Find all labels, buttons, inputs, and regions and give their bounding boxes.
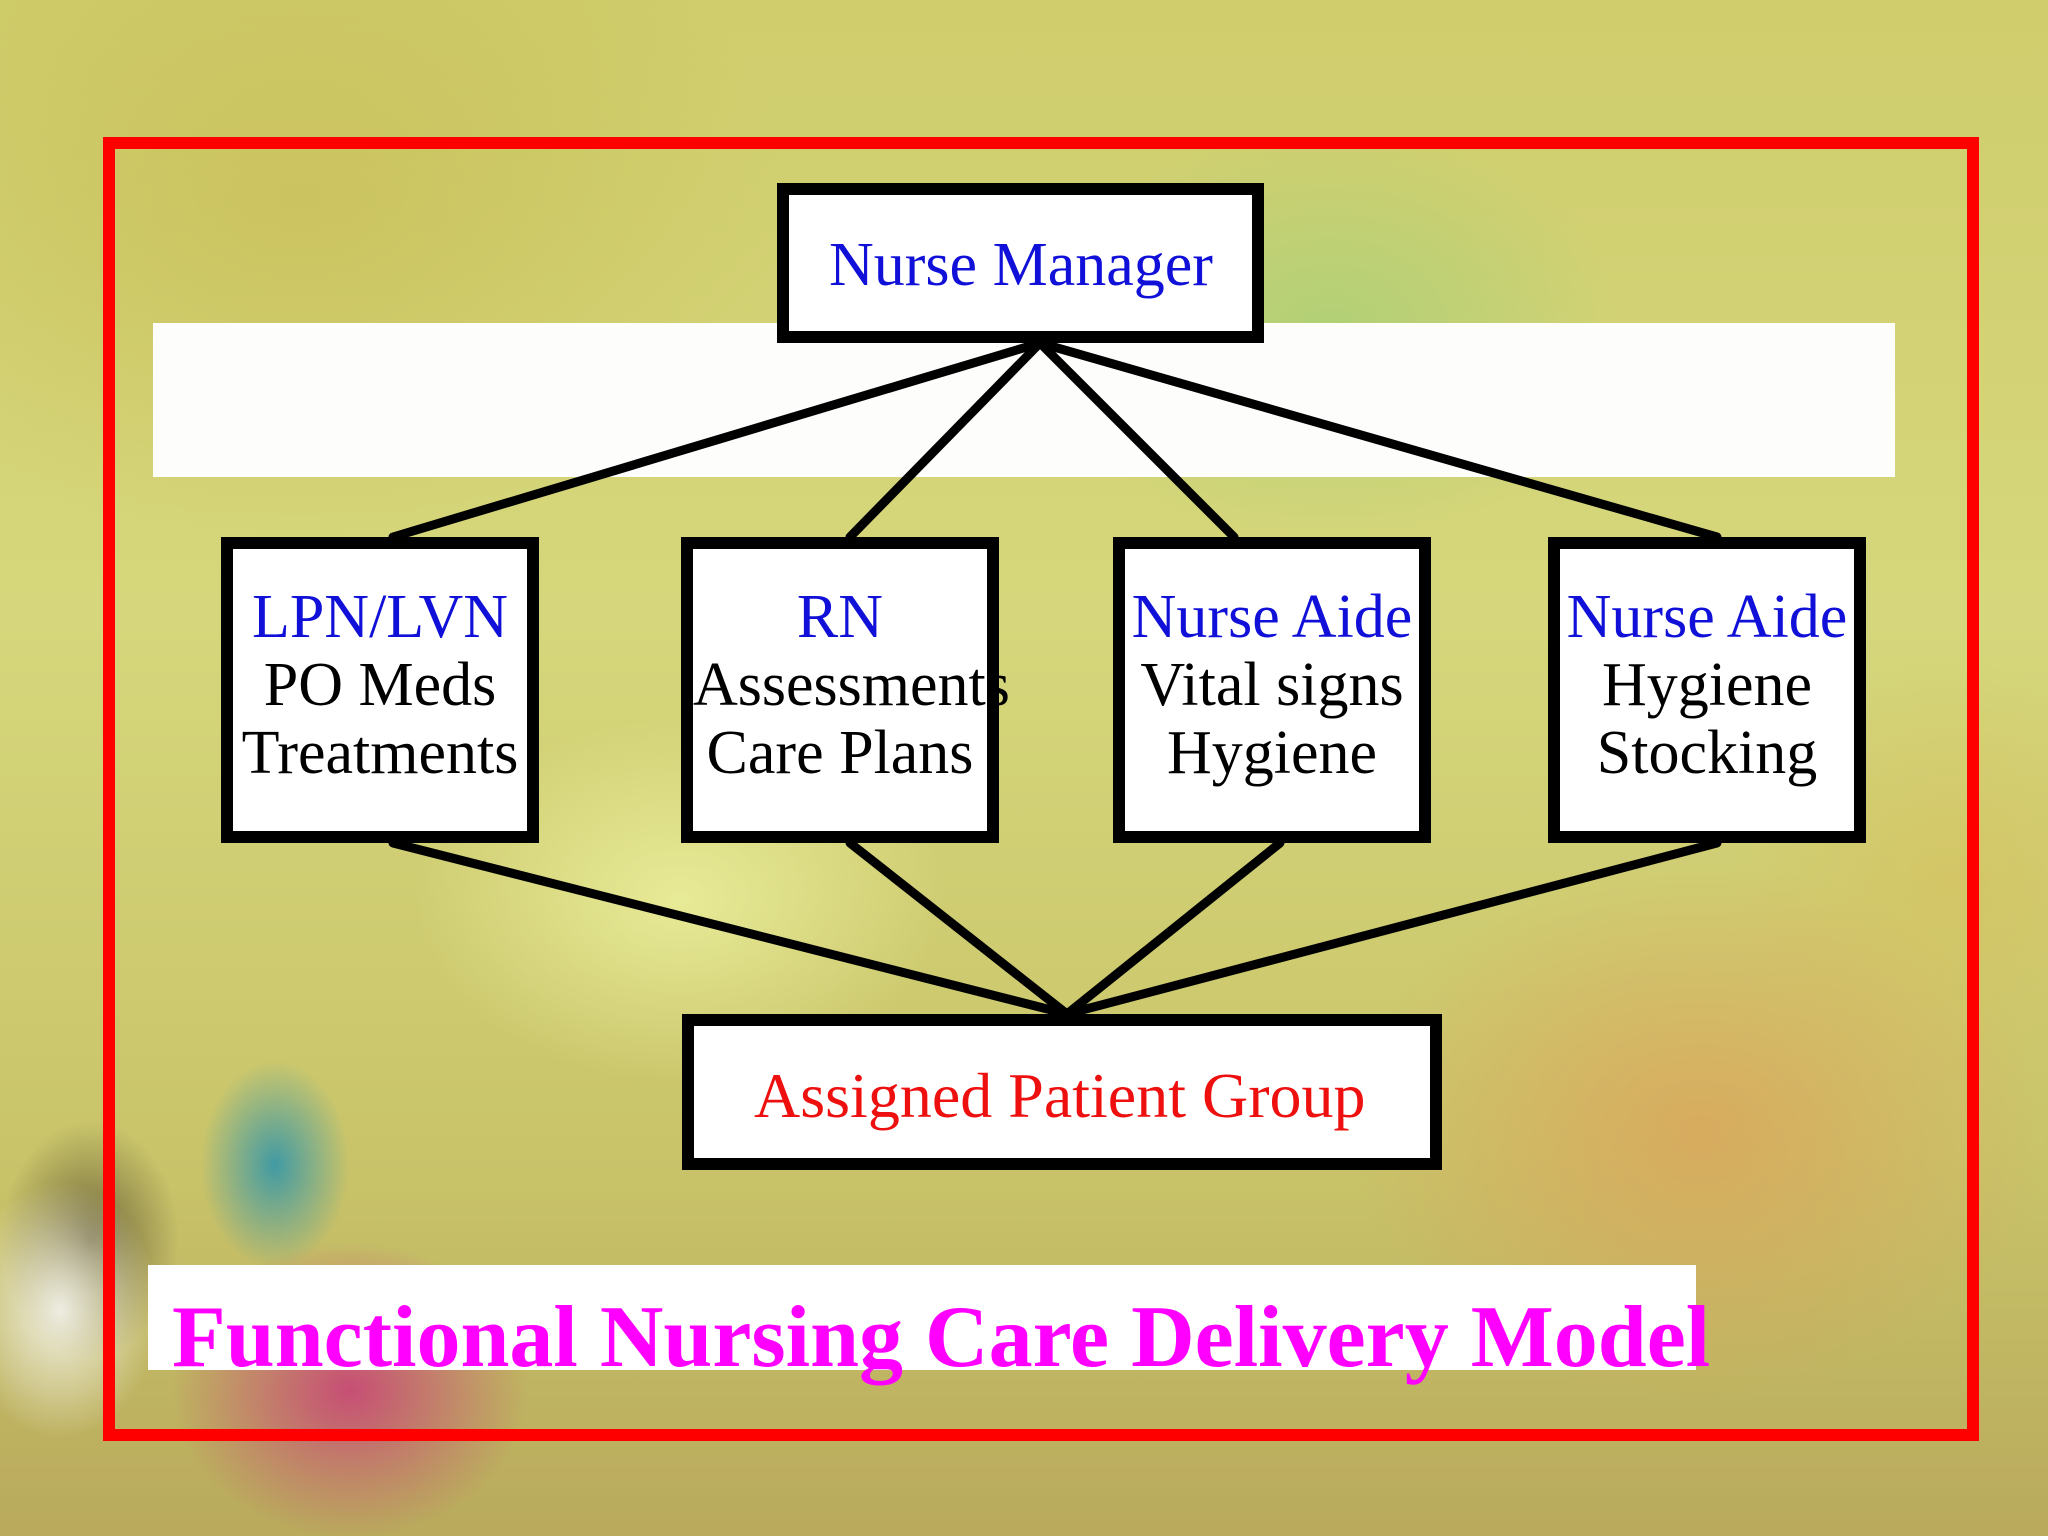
assigned-patient-group-box: Assigned Patient Group xyxy=(682,1014,1442,1170)
connector-manager-aide1 xyxy=(1035,338,1239,542)
title-backdrop xyxy=(148,1265,1696,1370)
nurse-manager-label: Nurse Manager xyxy=(829,231,1213,299)
role-task: Care Plans xyxy=(706,719,974,787)
role-box-nurse-aide-2: Nurse Aide Hygiene Stocking xyxy=(1548,537,1866,843)
connector-aide2-patients xyxy=(1062,838,1722,1019)
role-title: Nurse Aide xyxy=(1131,583,1413,651)
role-title: Nurse Aide xyxy=(1566,583,1848,651)
connector-manager-lpn xyxy=(388,338,1045,542)
role-task: Stocking xyxy=(1596,719,1818,787)
background-figure-white xyxy=(0,1180,160,1440)
connector-manager-aide2 xyxy=(1035,338,1722,542)
assigned-patient-group-label: Assigned Patient Group xyxy=(754,1060,1366,1131)
role-title: LPN/LVN xyxy=(251,583,509,651)
role-title: RN xyxy=(796,583,884,651)
connector-manager-rn xyxy=(845,338,1045,542)
red-frame xyxy=(103,137,1979,1441)
connector-rn-patients xyxy=(845,838,1072,1019)
diagram-title: Functional Nursing Care Delivery Model xyxy=(172,1289,1711,1386)
role-task: Hygiene xyxy=(1166,719,1378,787)
role-box-rn: RN Assessments Care Plans xyxy=(681,537,1010,843)
role-task: Vital signs xyxy=(1140,651,1404,719)
connector-lpn-patients xyxy=(388,838,1072,1019)
nurse-manager-box: Nurse Manager xyxy=(777,183,1264,343)
role-task: Assessments xyxy=(693,651,1010,719)
role-box-nurse-aide-1: Nurse Aide Vital signs Hygiene xyxy=(1113,537,1431,843)
background-figure-teal xyxy=(200,1060,350,1270)
role-task: Hygiene xyxy=(1601,651,1813,719)
role-task: PO Meds xyxy=(263,651,497,719)
connector-aide1-patients xyxy=(1062,838,1285,1019)
role-task: Treatments xyxy=(241,719,519,787)
role-box-lpn-lvn: LPN/LVN PO Meds Treatments xyxy=(221,537,539,843)
